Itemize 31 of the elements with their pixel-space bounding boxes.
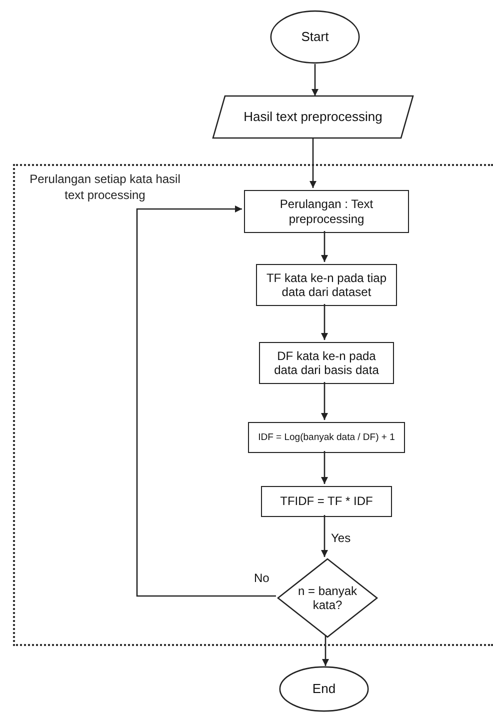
process-box	[244, 190, 409, 233]
arrow	[321, 231, 328, 262]
node-label: DF kata ke-n pada data dari basis data	[273, 348, 380, 378]
edge-label: Yes	[330, 531, 352, 545]
arrow	[312, 64, 318, 96]
arrow	[321, 451, 328, 484]
process-box	[259, 342, 394, 384]
node-label: End	[311, 681, 337, 697]
terminal-oval	[279, 666, 369, 712]
process-box	[256, 264, 397, 306]
terminal-oval	[270, 10, 360, 64]
node-label: Hasil text preprocessing	[242, 109, 384, 125]
arrow	[321, 515, 328, 557]
region-label: Perulangan setiap kata hasil text processing	[28, 172, 182, 204]
decision-diamond	[278, 559, 377, 637]
edge-label: No	[253, 571, 270, 585]
node-label: TF kata ke-n pada tiap data dari dataset	[265, 270, 388, 300]
arrow	[322, 635, 329, 666]
arrow	[321, 382, 328, 420]
arrow	[321, 304, 328, 340]
arrow	[136, 206, 276, 597]
node-label: Start	[300, 29, 330, 45]
node-label: n = banyak kata?	[296, 584, 358, 612]
node-label: Perulangan : Text preprocessing	[278, 197, 374, 226]
arrow	[310, 138, 316, 188]
node-label: TFIDF = TF * IDF	[279, 494, 374, 509]
input-parallelogram	[213, 96, 413, 138]
process-box	[261, 486, 392, 517]
loop-region	[13, 164, 493, 646]
process-box	[248, 422, 405, 453]
node-label: IDF = Log(banyak data / DF) + 1	[257, 432, 396, 444]
